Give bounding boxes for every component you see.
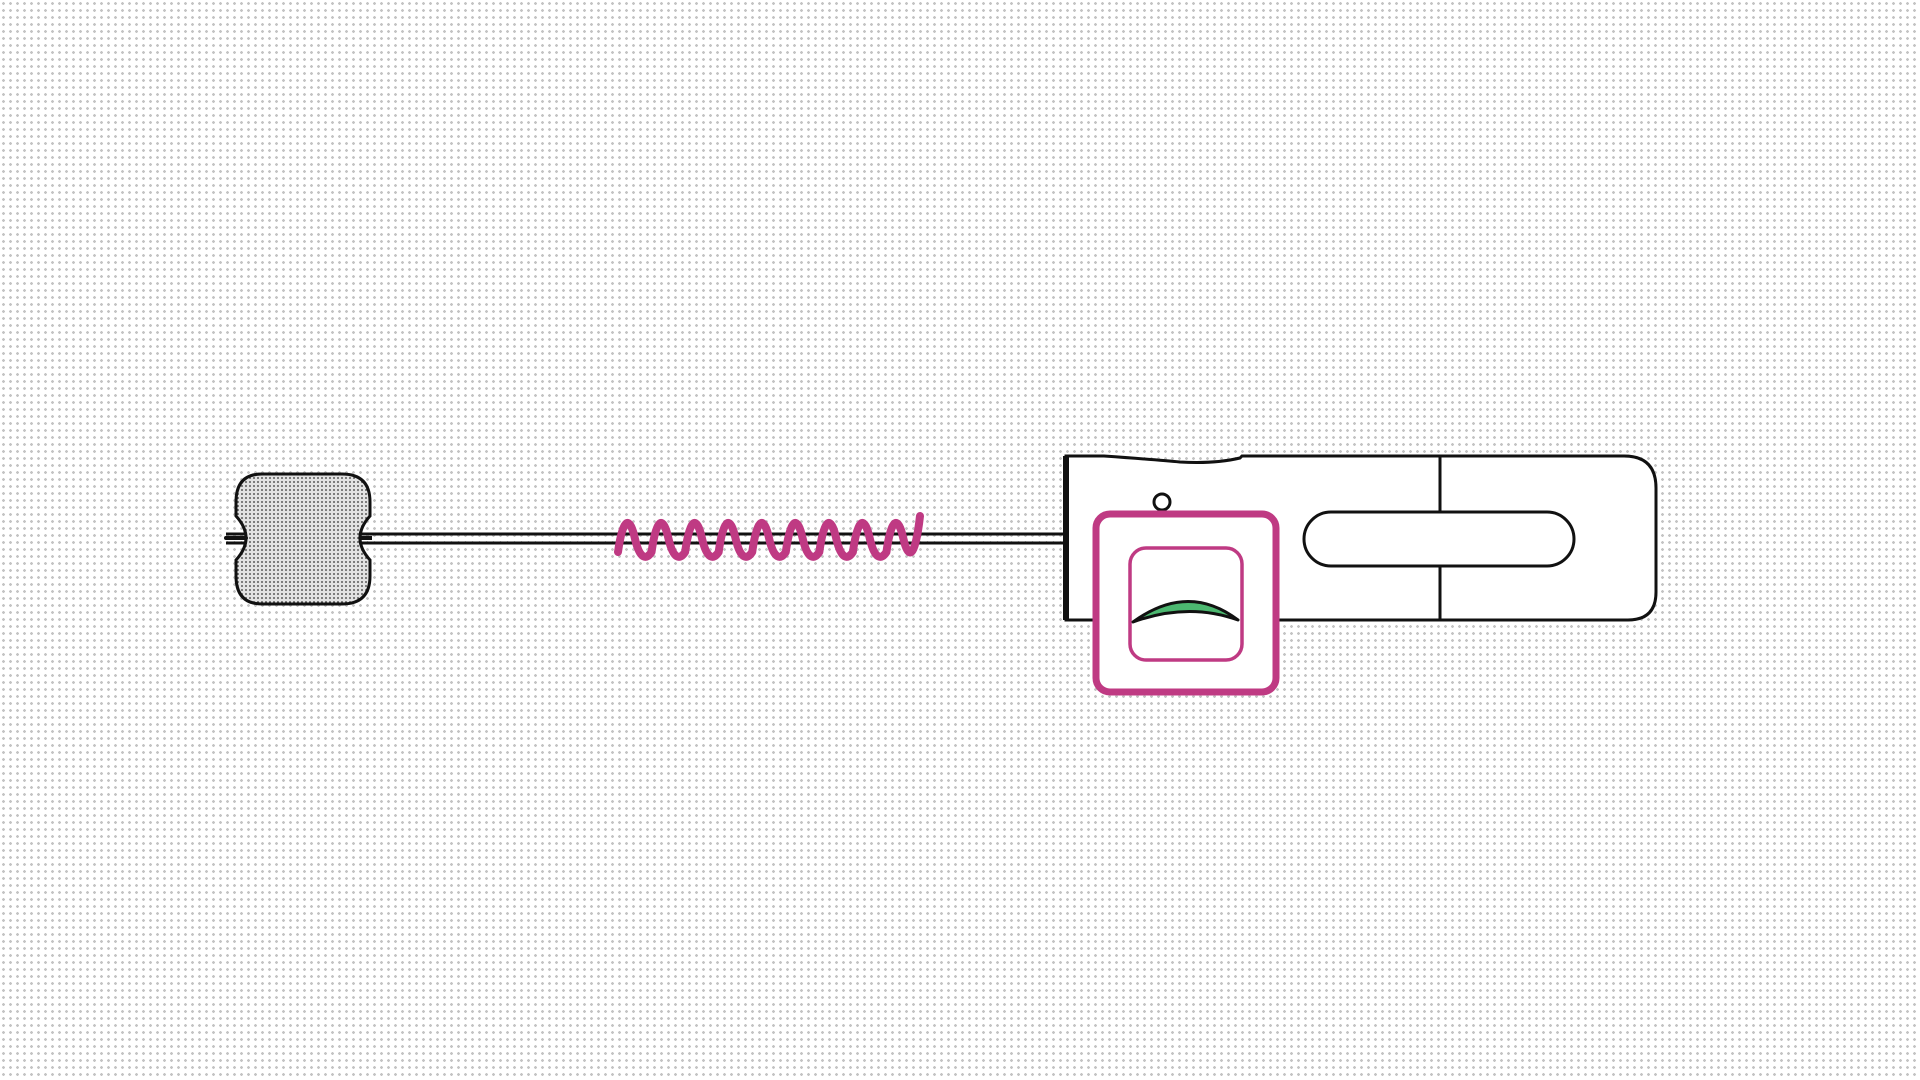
- handle-slot: [1302, 510, 1576, 568]
- port-icon: [1152, 492, 1172, 512]
- indicator-window: [1092, 510, 1280, 696]
- distal-balloon: [224, 472, 372, 606]
- gauge-indicator: [1131, 600, 1240, 624]
- catheter-shaft: [226, 532, 1066, 545]
- coil-spring: [614, 512, 924, 561]
